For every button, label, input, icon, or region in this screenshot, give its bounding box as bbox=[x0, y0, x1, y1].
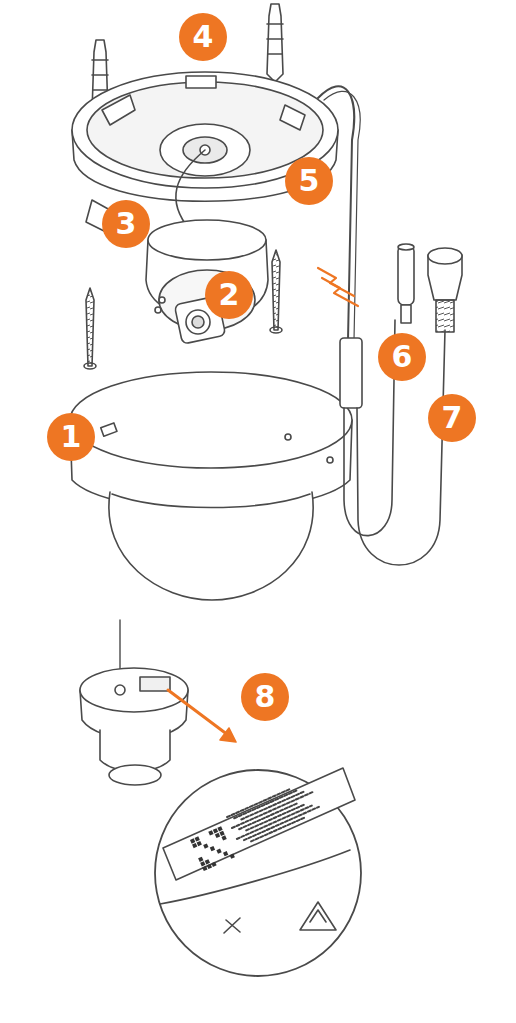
camera-module-detail bbox=[80, 620, 188, 785]
callout-number: 2 bbox=[205, 271, 253, 319]
callout-number: 5 bbox=[285, 157, 333, 205]
rj45-connector bbox=[428, 248, 462, 332]
wall-plug bbox=[267, 4, 283, 82]
magnifier bbox=[155, 768, 361, 976]
callout-number: 7 bbox=[428, 394, 476, 442]
callout-number: 4 bbox=[179, 13, 227, 61]
screw bbox=[84, 288, 96, 369]
camera-module bbox=[146, 220, 268, 344]
callout-number: 1 bbox=[47, 413, 95, 461]
pointer-arrow bbox=[168, 690, 236, 742]
dc-connector bbox=[398, 244, 414, 323]
break-mark bbox=[318, 268, 358, 306]
cable bbox=[340, 320, 445, 565]
callout-number: 3 bbox=[102, 200, 150, 248]
callout-number: 8 bbox=[241, 673, 289, 721]
dome-cover bbox=[70, 372, 352, 600]
callout-number: 6 bbox=[378, 333, 426, 381]
screw bbox=[270, 250, 282, 333]
